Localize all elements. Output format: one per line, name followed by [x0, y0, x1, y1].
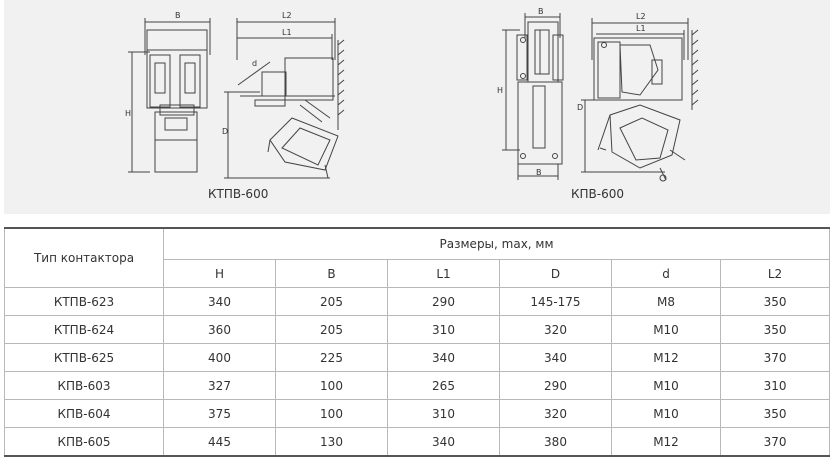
type-cell: КПВ-603 — [4, 371, 164, 400]
value-cell: 265 — [387, 371, 500, 400]
value-cell: 320 — [499, 399, 612, 428]
value-cell: 370 — [719, 343, 830, 372]
dim-label-h: H — [497, 86, 503, 95]
type-column-header: Тип контактора — [4, 227, 164, 288]
value-cell: 350 — [719, 315, 830, 344]
dim-label-l2: L2 — [282, 11, 292, 20]
value-cell: 445 — [163, 427, 276, 457]
kpv-front-view — [502, 13, 564, 180]
value-cell: 310 — [387, 399, 500, 428]
value-cell: М10 — [611, 399, 721, 428]
type-cell: КПВ-604 — [4, 399, 164, 428]
column-header-h: H — [163, 259, 276, 288]
value-cell: 225 — [275, 343, 388, 372]
value-cell: 350 — [719, 287, 830, 316]
table-row: КТПВ-625 400 225 340 340 М12 370 — [4, 343, 830, 372]
table-row: КТПВ-623 340 205 290 145-175 М8 350 — [4, 287, 830, 316]
value-cell: 205 — [275, 315, 388, 344]
value-cell: М10 — [611, 371, 721, 400]
dim-label-l2: L2 — [636, 12, 646, 21]
value-cell: 130 — [275, 427, 388, 457]
figure-caption-kpv: КПВ-600 — [571, 187, 625, 201]
value-cell: М8 — [611, 287, 721, 316]
value-cell: М12 — [611, 343, 721, 372]
value-cell: 400 — [163, 343, 276, 372]
value-cell: 340 — [387, 427, 500, 457]
value-cell: 145-175 — [499, 287, 612, 316]
value-cell: 205 — [275, 287, 388, 316]
dim-label-b-top: B — [538, 7, 544, 16]
value-cell: М10 — [611, 315, 721, 344]
dim-label-b-bottom: B — [536, 168, 542, 177]
column-header-thread-d: d — [611, 259, 721, 288]
technical-drawings: B H L2 L1 d D B H L2 L1 D B — [125, 7, 699, 182]
value-cell: 350 — [719, 399, 830, 428]
value-cell: 100 — [275, 371, 388, 400]
value-cell: 320 — [499, 315, 612, 344]
type-cell: КПВ-605 — [4, 427, 164, 457]
column-header-l2: L2 — [719, 259, 830, 288]
dim-label-d-small: d — [252, 59, 257, 68]
value-cell: 375 — [163, 399, 276, 428]
type-cell: КТПВ-623 — [4, 287, 164, 316]
column-header-b: B — [275, 259, 388, 288]
ktpv-side-view — [224, 18, 345, 179]
dim-label-d: D — [222, 127, 228, 136]
value-cell: 310 — [719, 371, 830, 400]
value-cell: 340 — [387, 343, 500, 372]
table-row: КПВ-605 445 130 340 380 М12 370 — [4, 427, 830, 457]
value-cell: 290 — [499, 371, 612, 400]
dim-label-l1: L1 — [282, 28, 292, 37]
value-cell: 100 — [275, 399, 388, 428]
value-cell: 290 — [387, 287, 500, 316]
ktpv-front-view — [128, 18, 211, 173]
value-cell: 380 — [499, 427, 612, 457]
type-cell: КТПВ-625 — [4, 343, 164, 372]
table-row: КПВ-604 375 100 310 320 М10 350 — [4, 399, 830, 428]
value-cell: 370 — [719, 427, 830, 457]
table-row: КПВ-603 327 100 265 290 М10 310 — [4, 371, 830, 400]
value-cell: 360 — [163, 315, 276, 344]
value-cell: 327 — [163, 371, 276, 400]
value-cell: 310 — [387, 315, 500, 344]
column-header-l1: L1 — [387, 259, 500, 288]
dimensions-group-header: Размеры, max, мм — [162, 227, 830, 260]
table-row: КТПВ-624 360 205 310 320 М10 350 — [4, 315, 830, 344]
dim-label-h: H — [125, 109, 131, 118]
value-cell: 340 — [163, 287, 276, 316]
type-cell: КТПВ-624 — [4, 315, 164, 344]
dimensions-table: Тип контактора Размеры, max, мм H B L1 D… — [4, 227, 830, 457]
dim-label-l1: L1 — [636, 24, 646, 33]
dim-label-b: B — [175, 11, 181, 20]
figure-caption-ktpv: КТПВ-600 — [208, 187, 269, 201]
value-cell: 340 — [499, 343, 612, 372]
dim-label-d: D — [577, 103, 583, 112]
kpv-side-view — [581, 18, 699, 182]
column-header-d: D — [499, 259, 612, 288]
value-cell: М12 — [611, 427, 721, 457]
